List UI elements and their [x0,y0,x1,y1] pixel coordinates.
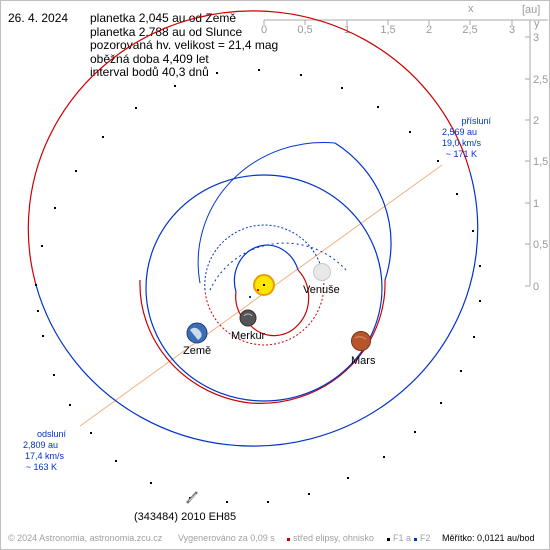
focus-f1 [263,284,265,286]
mercury-label: Merkur [231,330,266,342]
y-tick-label: 1 [533,198,539,210]
ellipse-center [257,289,259,291]
date-label: 26. 4. 2024 [8,11,69,25]
footer-legend-center: střed elipsy, ohnisko [293,533,374,543]
x-ticks [263,20,513,25]
venus-orbit-south [204,274,325,346]
earth-label: Země [183,345,211,357]
earth-distance: planetka 2,045 au od Země [90,11,237,25]
earth-orbit [145,174,383,402]
x-tick-label: 3 [509,24,515,36]
legend-f1-dot [387,538,390,541]
footer-legend-f1: F1 a [393,533,412,543]
y-tick-label: 2 [533,115,539,127]
x-tick-label: 1,5 [380,24,395,36]
aphelion-distance: 2,809 au [23,440,58,450]
perihelion-temp: ~ 171 K [446,149,477,159]
asteroid-label: (343484) 2010 EH85 [134,511,236,523]
footer-legend-f2: F2 [420,533,431,543]
y-tick-label: 0,5 [533,239,548,251]
venus-orbit-outer [209,242,347,291]
mercury-orbit-north [233,244,299,293]
perihelion-title: přísluní [461,116,491,126]
footer-scale: Měřítko: 0,0121 au/bod [442,533,535,543]
orbital-period: oběžná doba 4,409 let [90,51,209,66]
aphelion-speed: 17,4 km/s [25,451,65,461]
point-interval: interval bodů 40,3 dnů [90,65,209,79]
aphelion-temp: ~ 163 K [26,462,57,472]
focus-f2 [249,296,251,298]
x-tick-label: 0,5 [297,24,312,36]
sun-distance: planetka 2,788 au od Slunce [90,24,243,39]
x-tick-label: 2 [426,24,432,36]
venus-planet [313,263,331,281]
x-tick-label: 2,5 [462,24,477,36]
venus-orbit-north [204,224,324,291]
x-tick-label: 1 [344,24,350,36]
footer-generated: Vygenerováno za 0,09 s [178,533,275,543]
asteroid-orbit-north [27,10,471,286]
legend-f2-dot [414,538,417,541]
asteroid-orbit-south [35,171,479,447]
y-tick-label: 1,5 [533,156,548,168]
mercury-planet [239,309,257,327]
mars-orbit-south [139,279,386,404]
mars-orbit-north [197,141,336,284]
y-ticks [525,36,530,287]
aphelion-title: odsluní [37,429,67,439]
venus-label: Venuše [303,284,340,296]
perihelion-speed: 19,0 km/s [442,138,482,148]
y-tick-label: 0 [533,281,539,293]
mercury-orbit-south [235,269,310,337]
asteroid-icon [186,491,198,504]
y-tick-label: 3 [533,32,539,44]
legend-center-dot [287,538,290,541]
unit-label: [au] [522,4,541,16]
mars-planet [351,331,371,351]
mars-orbit-arc [334,142,392,281]
x-axis-label: x [468,3,474,15]
y-tick-label: 2,5 [533,74,548,86]
x-tick-label: 0 [261,24,267,36]
perihelion-distance: 2,569 au [442,127,477,137]
mars-label: Mars [351,355,376,367]
y-axis-label: y [534,18,540,30]
footer-copyright: © 2024 Astronomia, astronomia.zcu.cz [8,533,163,543]
